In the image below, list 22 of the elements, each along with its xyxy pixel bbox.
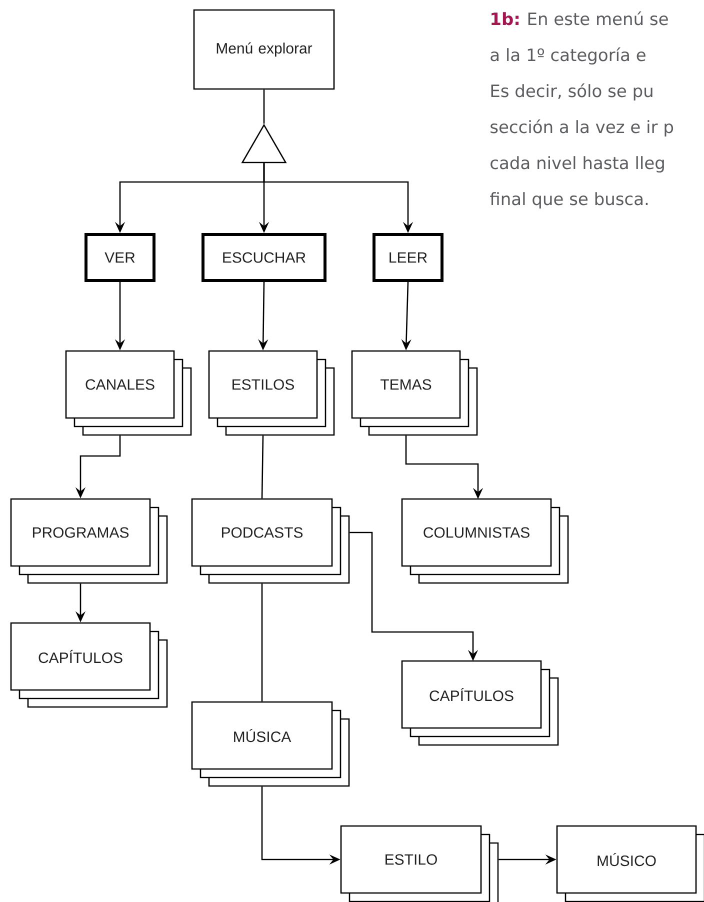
paragraph-line: Es decir, sólo se pu — [491, 83, 652, 101]
stacked-box: ESTILO — [340, 825, 499, 902]
stacked-box: PROGRAMAS — [10, 498, 168, 584]
paragraph-line: a la 1º categoría e — [490, 47, 646, 65]
category-box: ESCUCHAR — [202, 233, 326, 282]
stacked-box: MÚSICO — [556, 825, 704, 902]
stacked-box: ESTILOS — [208, 350, 335, 436]
stacked-box: PODCASTS — [191, 498, 350, 584]
stacked-box: MÚSICA — [191, 701, 350, 787]
category-box: VER — [84, 233, 156, 282]
label-heading: 1b: — [492, 12, 519, 26]
stacked-box: TEMAS — [351, 350, 478, 436]
category-box: LEER — [372, 233, 444, 282]
stacked-box: CAPÍTULOS — [10, 622, 168, 708]
paragraph-line: En este menú se — [528, 11, 668, 26]
paragraph-line: sección a la vez e ir p — [490, 119, 674, 137]
paragraph-line: final que se busca. — [490, 192, 648, 209]
paragraph-line: cada nivel hasta lleg — [490, 156, 664, 173]
stacked-box: CANALES — [65, 350, 192, 436]
stacked-box: COLUMNISTAS — [401, 498, 569, 584]
stacked-box: CAPÍTULOS — [401, 660, 559, 746]
menu-box: Menú explorar — [193, 9, 335, 90]
